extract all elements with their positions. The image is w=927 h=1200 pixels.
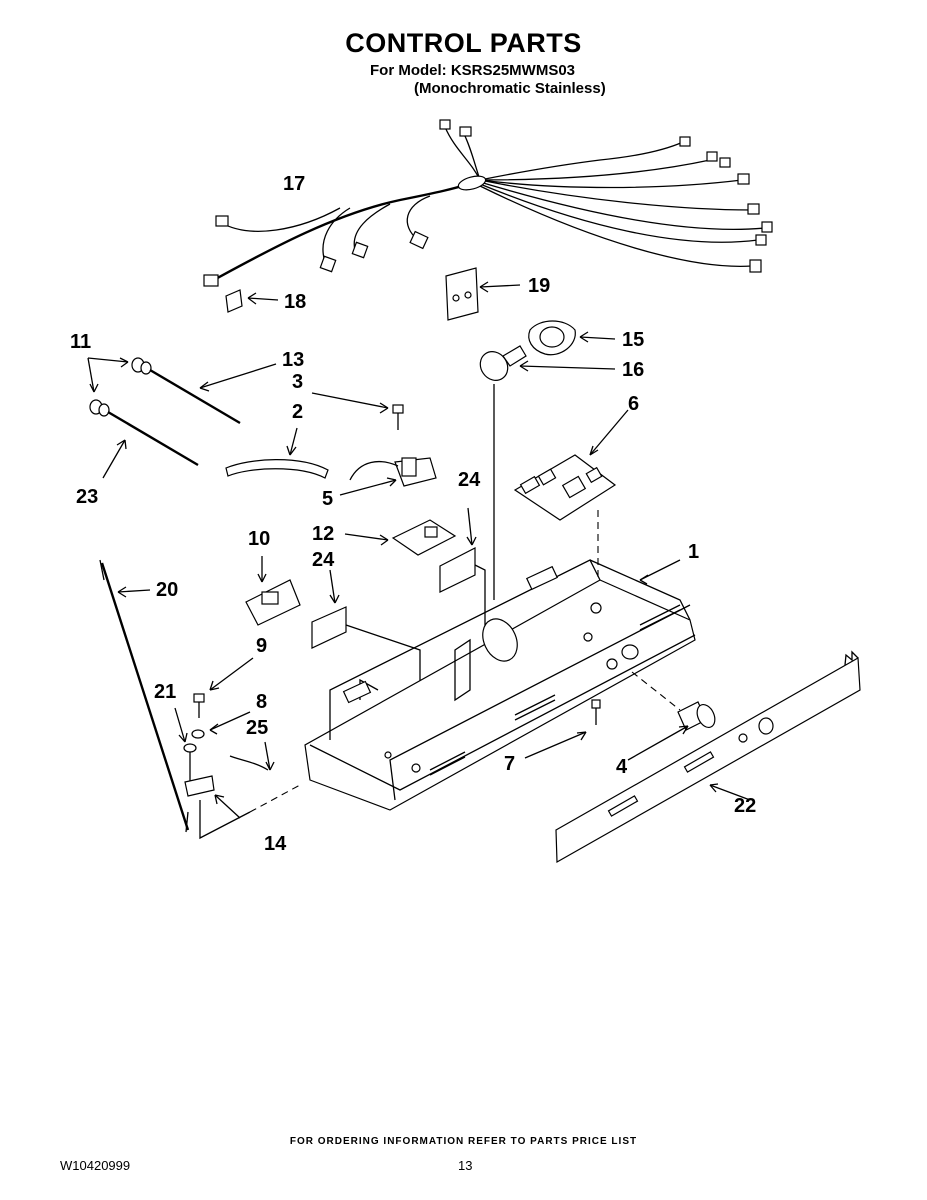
document-number: W10420999 — [60, 1158, 131, 1173]
rod-parts — [99, 559, 301, 840]
callout-23: 23 — [76, 486, 98, 508]
shaft-parts — [87, 357, 277, 479]
callout-11: 11 — [70, 331, 91, 353]
callout-20: 20 — [156, 579, 178, 601]
control-housing — [304, 559, 696, 811]
control-knob — [627, 671, 716, 761]
callout-25: 25 — [246, 717, 268, 739]
callout-24-lower: 24 — [312, 549, 335, 571]
callout-12: 12 — [312, 523, 334, 545]
control-board — [513, 409, 629, 580]
lamp-socket — [528, 320, 616, 356]
light-bulb — [479, 345, 616, 600]
page-number: 13 — [458, 1158, 473, 1173]
callout-17: 17 — [283, 173, 305, 195]
screw-part — [524, 699, 601, 759]
callout-14: 14 — [264, 833, 287, 855]
callout-24-upper: 24 — [458, 469, 481, 491]
callout-13: 13 — [282, 349, 304, 371]
screw-thermostat — [311, 392, 437, 496]
model-line: For Model: KSRS25MWMS03 — [370, 62, 576, 79]
callout-22: 22 — [734, 795, 756, 817]
callout-5: 5 — [322, 488, 333, 510]
callout-4: 4 — [616, 756, 628, 778]
page-title: CONTROL PARTS — [345, 28, 582, 58]
callout-8: 8 — [256, 691, 267, 713]
finish-line: (Monochromatic Stainless) — [414, 80, 606, 97]
callout-9: 9 — [256, 635, 267, 657]
bracket-parts — [245, 519, 457, 626]
callout-6: 6 — [628, 393, 639, 415]
callout-19: 19 — [528, 275, 550, 297]
callout-18: 18 — [284, 291, 306, 313]
wire-harness — [203, 119, 773, 287]
callout-16: 16 — [622, 359, 644, 381]
ordering-note: FOR ORDERING INFORMATION REFER TO PARTS … — [289, 1136, 638, 1147]
gasket-part — [445, 267, 521, 321]
callout-3: 3 — [292, 371, 303, 393]
callout-10: 10 — [248, 528, 270, 550]
callout-2: 2 — [292, 401, 303, 423]
callout-7: 7 — [504, 753, 515, 775]
callout-21: 21 — [154, 681, 176, 703]
callout-15: 15 — [622, 329, 644, 351]
trim-panel — [555, 650, 861, 864]
tube-part — [225, 427, 329, 479]
clip-part — [225, 289, 279, 313]
callout-1: 1 — [688, 541, 699, 563]
